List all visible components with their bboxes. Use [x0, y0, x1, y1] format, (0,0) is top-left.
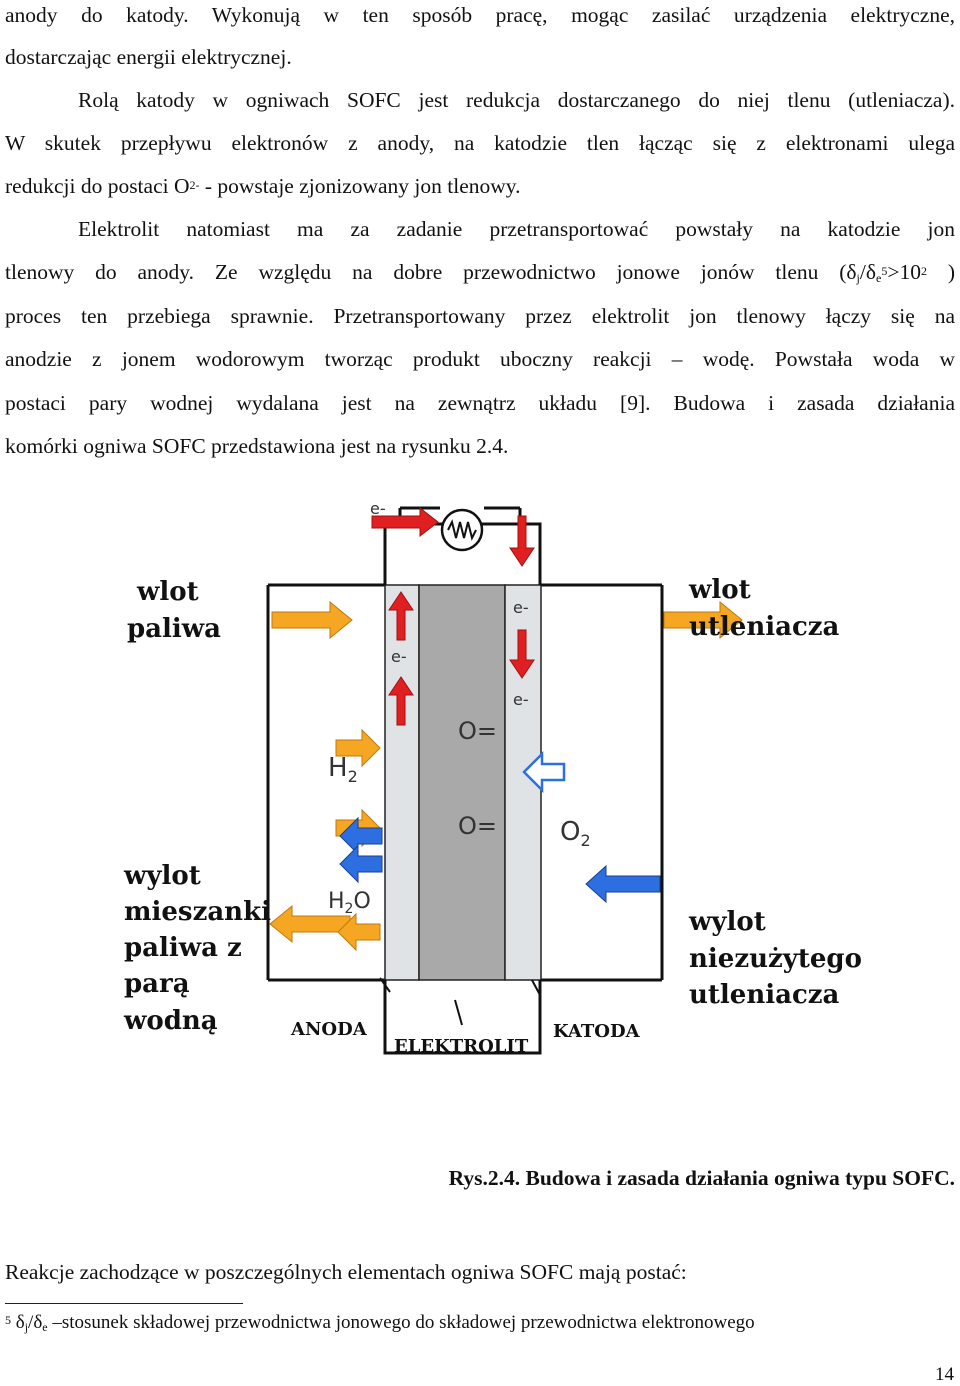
exhaust-label-3: paliwa z [124, 933, 242, 963]
arrow-orange-left-icon [337, 912, 381, 952]
oxidant-inlet-label-2: utleniacza [689, 612, 840, 642]
arrow-orange-right-icon [663, 600, 743, 640]
text-line-3: Rolą katody w ogniwach SOFC jest redukcj… [78, 88, 955, 112]
arrow-blue-left-icon [339, 844, 383, 884]
figure-labels: wlot paliwa wlot utleniacza wylot miesza… [123, 575, 862, 1057]
oxidant-outlet-label-1: wylot [688, 907, 766, 937]
anode-electrode [384, 584, 420, 981]
footnote-divider [5, 1303, 243, 1304]
h2o-label: H2O [328, 889, 371, 917]
electron-arrows [371, 506, 535, 726]
arrow-red-up-icon [388, 591, 414, 641]
ion-arrows [339, 816, 661, 904]
exhaust-label-2: mieszanki [124, 897, 271, 927]
species-labels: e- e- e- e- O= O= H2 H2O O2 [328, 499, 591, 917]
oxygen-arrow [522, 750, 566, 794]
arrow-red-right-icon [371, 506, 439, 538]
cathode-label: KATODA [553, 1021, 641, 1042]
electron-anode-label: e- [391, 647, 407, 666]
footnote-ref: 5 [881, 264, 888, 278]
oxygen-ion-label-2: O= [458, 812, 497, 840]
anode-label: ANODA [290, 1019, 368, 1040]
text-line-11: komórki ogniwa SOFC przedstawiona jest n… [5, 434, 509, 458]
text-line-5: redukcji do postaci O2- - powstaje zjoni… [5, 174, 521, 198]
arrow-blue-outline-left-icon [522, 750, 566, 794]
text-line-9: anodzie z jonem wodorowym tworząc produk… [5, 347, 955, 371]
electrolyte-layer [418, 584, 506, 981]
exhaust-label-1: wylot [123, 861, 201, 891]
reactions-intro: Reakcje zachodzące w poszczególnych elem… [5, 1260, 687, 1284]
oxygen-ion-label-1: O= [458, 717, 497, 745]
figure-caption: Rys.2.4. Budowa i zasada działania ogniw… [448, 1166, 955, 1190]
arrow-red-down-icon [509, 515, 535, 567]
footnote: 5 δj/δe –stosunek składowej przewodnictw… [5, 1312, 755, 1334]
exhaust-label-5: wodną [123, 1006, 218, 1036]
oxidant-outlet-label-2: niezużytego [689, 944, 862, 974]
text-line-10: postaci pary wodnej wydalana jest na zew… [5, 391, 955, 415]
arrow-orange-right-icon [335, 728, 381, 768]
electron-cathode-label-2: e- [513, 690, 529, 709]
sofc-diagram: wlot paliwa wlot utleniacza wylot miesza… [123, 499, 862, 1057]
arrow-blue-left-icon [585, 864, 661, 904]
text-line-7: tlenowy do anody. Ze względu na dobre pr… [5, 260, 955, 285]
text-line-1: anody do katody. Wykonują w ten sposób p… [5, 3, 955, 27]
arrow-orange-left-icon [269, 904, 351, 944]
text-line-8: proces ten przebiega sprawnie. Przetrans… [5, 304, 955, 328]
oxidant-outlet-label-3: utleniacza [689, 980, 840, 1010]
fuel-arrows [269, 600, 743, 952]
fuel-inlet-label: wlot [136, 577, 199, 607]
electrolyte-label: ELEKTROLIT [394, 1036, 529, 1057]
exhaust-label-4: parą [124, 969, 190, 999]
oxidant-inlet-label: wlot [688, 575, 751, 605]
o2-label: O2 [560, 817, 591, 850]
page-number: 14 [935, 1364, 954, 1385]
text-line-6: Elektrolit natomiast ma za zadanie przet… [78, 217, 955, 241]
h2-label: H2 [328, 753, 358, 786]
arrow-red-down-icon [509, 629, 535, 679]
electron-cathode-label-1: e- [513, 598, 529, 617]
text-line-2: dostarczając energii elektrycznej. [5, 45, 292, 69]
arrow-red-up-icon [388, 676, 414, 726]
electron-top-label: e- [370, 499, 386, 518]
resistor-zigzag-icon [447, 519, 477, 541]
fuel-inlet-label-2: paliwa [127, 614, 221, 644]
arrow-orange-right-icon [271, 600, 353, 640]
text-line-4: W skutek przepływu elektronów z anody, n… [5, 131, 955, 155]
